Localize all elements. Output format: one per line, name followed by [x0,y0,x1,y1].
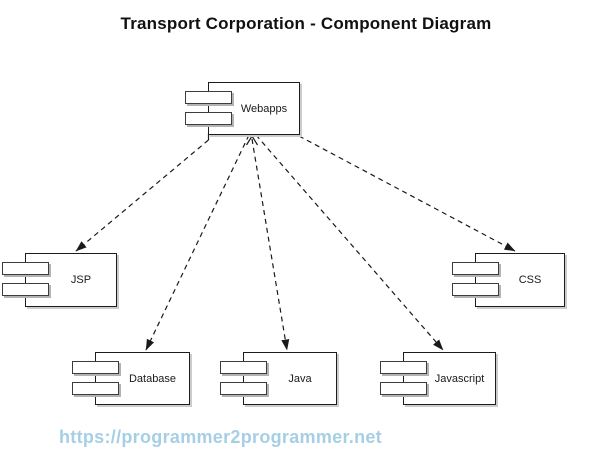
component-tab-icon [452,262,499,275]
component-webapps: Webapps [185,82,300,135]
component-label: Webapps [240,102,288,115]
component-tab-icon [220,361,267,374]
component-java: Java [220,352,337,405]
component-tab-icon [72,382,119,395]
component-jsp: JSP [2,253,117,307]
component-tab-icon [220,382,267,395]
watermark-url: https://programmer2programmer.net [59,427,382,447]
component-tab-icon [452,283,499,296]
connector-webapps-javascript [255,134,444,351]
open-arrowhead-icon [245,134,259,146]
connector-webapps-jsp [75,139,209,252]
component-database: Database [72,352,190,405]
component-javascript: Javascript [380,352,496,405]
component-tab-icon [380,382,427,395]
diagram-title: Transport Corporation - Component Diagra… [120,14,492,33]
component-tab-icon [185,91,232,104]
connector-webapps-css [298,135,516,252]
component-tab-icon [72,361,119,374]
component-tab-icon [2,283,49,296]
component-label: Java [288,372,312,385]
component-css: CSS [452,253,565,307]
component-tab-icon [380,361,427,374]
component-tab-icon [185,112,232,125]
component-tab-icon [2,262,49,275]
component-label: JSP [70,274,92,286]
component-label: Javascript [434,372,485,385]
connector-webapps-java [251,138,290,351]
connector-webapps-database [145,134,250,351]
component-label: CSS [518,274,542,286]
component-label: Database [128,372,177,385]
